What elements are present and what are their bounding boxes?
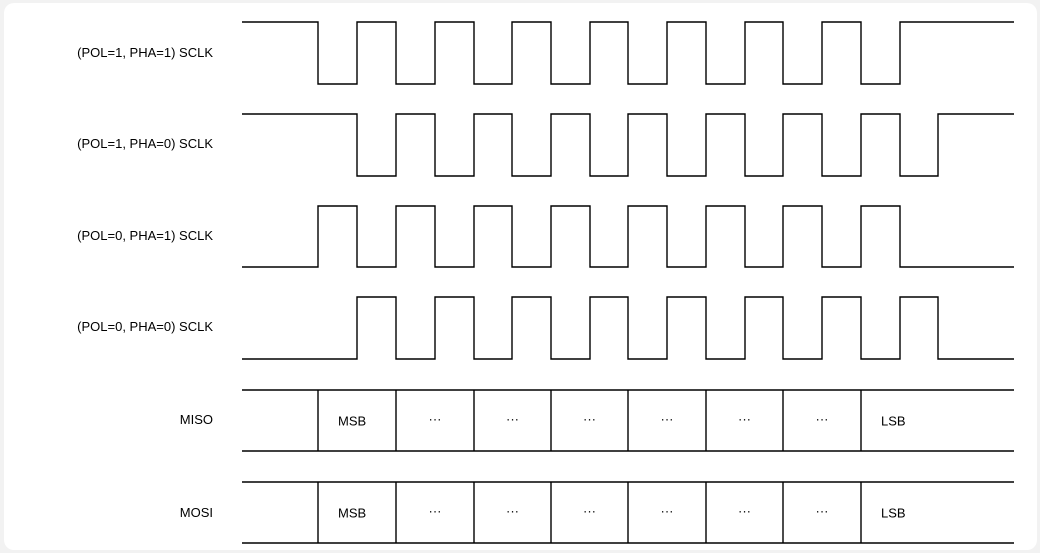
bit-cell-label: ··· — [429, 504, 442, 519]
bit-cell-label: LSB — [881, 506, 906, 521]
bit-cell-label: MSB — [338, 414, 366, 429]
bus-row-miso: MISO MSB ··· ··· ··· ··· ··· ··· LSB — [180, 389, 1014, 452]
clock-waveform — [242, 296, 1014, 360]
bit-cell-label: ··· — [816, 412, 829, 427]
clock-label: (POL=0, PHA=1) SCLK — [77, 228, 213, 243]
bit-cell-label: ··· — [583, 504, 596, 519]
clock-row-pol0-pha0: (POL=0, PHA=0) SCLK — [77, 296, 1014, 360]
clock-row-pol1-pha1: (POL=1, PHA=1) SCLK — [77, 21, 1014, 85]
bus-label: MISO — [180, 412, 213, 427]
clock-waveform — [242, 113, 1014, 177]
diagram-card — [4, 3, 1037, 550]
bit-cell-label: ··· — [738, 412, 751, 427]
clock-label: (POL=1, PHA=0) SCLK — [77, 136, 213, 151]
clock-waveform — [242, 21, 1014, 85]
clock-row-pol0-pha1: (POL=0, PHA=1) SCLK — [77, 205, 1014, 268]
bit-cell-label: ··· — [506, 504, 519, 519]
bit-cell-label: ··· — [738, 504, 751, 519]
bit-cell-label: ··· — [661, 412, 674, 427]
clock-label: (POL=0, PHA=0) SCLK — [77, 319, 213, 334]
bit-cell-label: ··· — [506, 412, 519, 427]
bit-cell-label: ··· — [661, 504, 674, 519]
bus-row-mosi: MOSI MSB ··· ··· ··· ··· ··· ··· LSB — [180, 481, 1014, 544]
bit-cell-label: ··· — [429, 412, 442, 427]
bus-label: MOSI — [180, 505, 213, 520]
clock-row-pol1-pha0: (POL=1, PHA=0) SCLK — [77, 113, 1014, 177]
clock-waveform — [242, 205, 1014, 268]
bit-cell-label: ··· — [583, 412, 596, 427]
bit-cell-label: ··· — [816, 504, 829, 519]
clock-label: (POL=1, PHA=1) SCLK — [77, 45, 213, 60]
bit-cell-label: MSB — [338, 506, 366, 521]
bit-cell-label: LSB — [881, 414, 906, 429]
